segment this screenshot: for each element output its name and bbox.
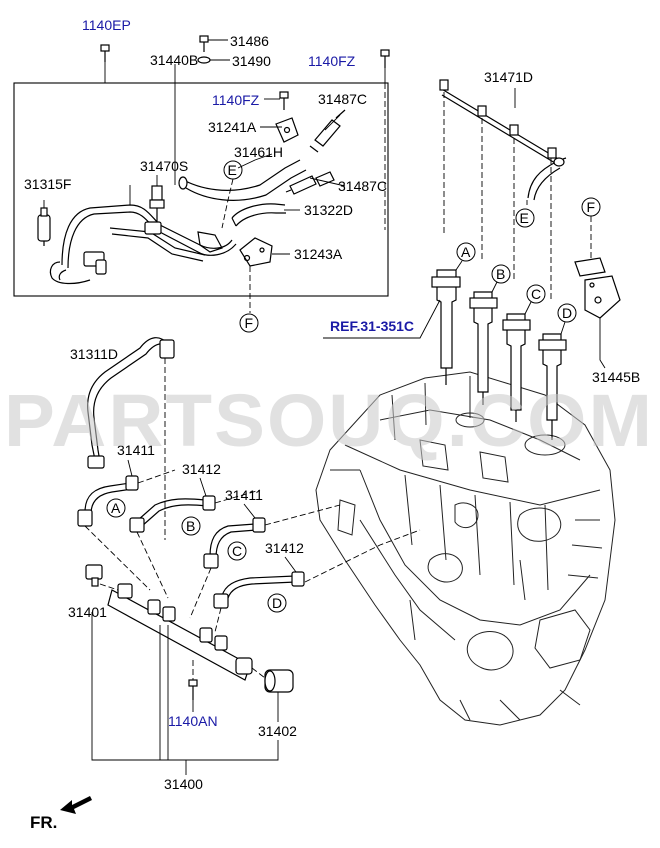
bracket-31445B-icon xyxy=(574,257,621,319)
injector-1-icon xyxy=(431,260,463,385)
callout-B-bottom xyxy=(181,516,201,536)
injector-harness-31471D-icon xyxy=(439,79,567,201)
injector-4-icon xyxy=(538,321,567,440)
orientation-label: FR. xyxy=(30,813,57,832)
callout-B-bottom-text: B xyxy=(186,518,195,534)
callout-F-lower xyxy=(239,313,259,333)
label-31243A: 31243A xyxy=(294,246,343,262)
label-31411-a: 31411 xyxy=(117,442,155,458)
bolt-1140FZ-top-icon xyxy=(380,49,390,68)
label-31470S: 31470S xyxy=(140,158,188,174)
label-31471D: 31471D xyxy=(484,69,533,85)
hose-31322D-icon xyxy=(231,203,286,227)
engine-block xyxy=(315,371,616,726)
label-31311D: 31311D xyxy=(70,346,118,362)
connector-31487C-mid-icon xyxy=(285,171,335,195)
label-31400: 31400 xyxy=(164,776,203,792)
fuel-rail-31400-icon xyxy=(107,583,253,681)
callout-D-top xyxy=(557,303,577,323)
callout-A-top xyxy=(456,242,476,262)
fuel-line-assembly-icon xyxy=(49,204,237,285)
callout-D-top-text: D xyxy=(562,305,572,321)
bolt-1140EP-icon xyxy=(100,44,110,62)
label-31402: 31402 xyxy=(258,723,297,739)
label-31487C-mid: 31487C xyxy=(338,178,387,194)
injector-2-icon xyxy=(469,281,498,405)
label-1140EP: 1140EP xyxy=(82,17,131,33)
callout-A-bottom xyxy=(106,498,126,518)
label-31490: 31490 xyxy=(232,53,271,69)
pipe-31411-b-icon xyxy=(203,517,266,569)
connector-31315F-icon xyxy=(37,207,51,246)
label-1140FZ-inner: 1140FZ xyxy=(212,92,260,108)
pipe-31311D-icon xyxy=(87,337,175,469)
callout-D-bottom-text: D xyxy=(272,595,282,611)
label-1140AN: 1140AN xyxy=(168,713,218,729)
label-1140FZ-top: 1140FZ xyxy=(308,53,356,69)
clamp-31241A-icon xyxy=(275,117,299,143)
label-31241A: 31241A xyxy=(208,119,257,135)
label-31401: 31401 xyxy=(68,604,107,620)
pipe-31411-a-icon xyxy=(77,475,139,527)
callout-C-top xyxy=(526,284,546,304)
callout-B-top-text: B xyxy=(496,266,505,282)
label-31445B: 31445B xyxy=(592,369,640,385)
callout-D-bottom xyxy=(267,593,287,613)
callout-A-top-text: A xyxy=(461,244,471,260)
washer-31490-icon xyxy=(197,56,211,64)
label-31412-b: 31412 xyxy=(265,540,304,556)
connector-31487C-top-icon xyxy=(309,109,346,153)
label-31412-a: 31412 xyxy=(182,461,221,477)
label-31411-b: 31411 xyxy=(225,487,263,503)
pressure-sensor-31401-icon xyxy=(85,564,103,587)
watermark: PARTSOUQ.COM xyxy=(4,379,654,462)
callout-E-right xyxy=(515,208,535,228)
callout-E-right-text: E xyxy=(520,210,529,226)
label-31486: 31486 xyxy=(230,33,269,49)
label-31487C-top: 31487C xyxy=(318,91,367,107)
callout-C-top-text: C xyxy=(531,286,541,302)
label-31461H: 31461H xyxy=(234,144,283,160)
valve-31402-icon xyxy=(264,669,294,693)
injector-3-icon xyxy=(502,301,532,422)
ref-31-351C-label: REF.31-351C xyxy=(330,318,414,334)
callout-E-box-text: E xyxy=(228,162,237,178)
bracket-31243A-icon xyxy=(239,237,273,267)
hose-31461H-icon xyxy=(178,159,307,201)
label-31440B: 31440B xyxy=(150,52,198,68)
callout-F-right-text: F xyxy=(587,199,596,215)
pipe-31412-a-icon xyxy=(129,495,216,533)
pipe-31412-b-icon xyxy=(213,571,305,609)
bolt-1140FZ-inner-icon xyxy=(279,91,289,110)
front-arrow-icon xyxy=(60,796,92,814)
label-31315F: 31315F xyxy=(24,176,71,192)
callout-F-lower-text: F xyxy=(245,315,254,331)
callout-C-bottom-text: C xyxy=(232,543,242,559)
callout-C-bottom xyxy=(227,541,247,561)
label-31322D: 31322D xyxy=(304,202,353,218)
bolt-1140AN-icon xyxy=(188,679,198,700)
callout-A-bottom-text: A xyxy=(111,500,121,516)
assembly-box-31440B xyxy=(13,82,389,297)
callout-B-top xyxy=(491,264,511,284)
bolt-31486-icon xyxy=(199,35,209,52)
